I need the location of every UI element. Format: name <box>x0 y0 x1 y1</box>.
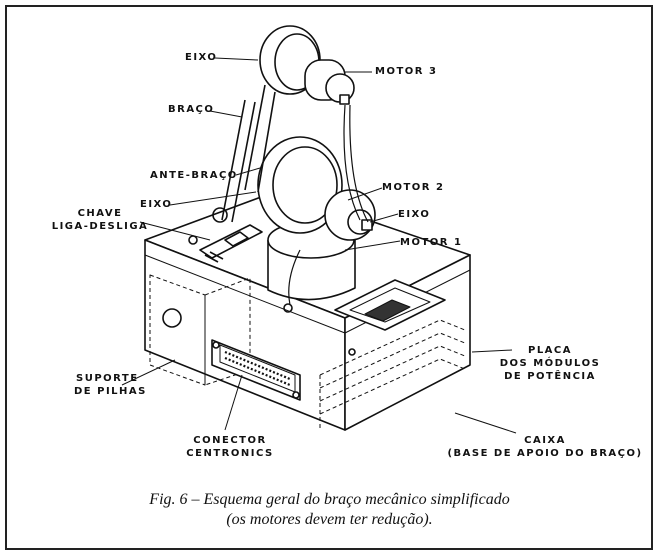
top-port <box>334 279 446 331</box>
top-button <box>212 207 228 223</box>
cable-hole <box>283 303 293 313</box>
arm-links <box>221 84 369 306</box>
label-braco: BRAÇO <box>168 104 215 115</box>
on-off-switch <box>199 224 263 263</box>
label-suporte-line1: SUPORTE <box>76 373 139 384</box>
caption-line1: Fig. 6 – Esquema geral do braço mecânico… <box>149 491 510 508</box>
box-screw <box>348 348 356 356</box>
label-motor1: MOTOR 1 <box>400 237 463 248</box>
battery-hole <box>162 308 182 328</box>
power-module-boards <box>319 319 466 430</box>
label-placa-line3: DE POTÊNCIA <box>504 371 596 382</box>
label-eixo-top: EIXO <box>185 52 218 63</box>
figure-caption: Fig. 6 – Esquema geral do braço mecânico… <box>0 490 659 530</box>
centronics-connector <box>211 339 301 401</box>
motor2-drum <box>257 136 376 241</box>
label-conector-line1: CONECTOR <box>193 435 267 446</box>
motor3-drum <box>259 25 355 105</box>
label-eixo-mid: EIXO <box>140 199 173 210</box>
figure-frame <box>5 5 653 550</box>
caption-line2: (os motores devem ter redução). <box>226 511 433 528</box>
label-placa: PLACA DOS MÓDULOS DE POTÊNCIA <box>495 344 605 383</box>
label-caixa-line1: CAIXA <box>524 435 566 446</box>
label-motor3: MOTOR 3 <box>375 66 438 77</box>
label-placa-line2: DOS MÓDULOS <box>499 358 601 369</box>
label-caixa-line2: (BASE DE APOIO DO BRAÇO) <box>447 448 643 459</box>
label-chave-line2: LIGA-DESLIGA <box>51 221 149 232</box>
label-motor2: MOTOR 2 <box>382 182 445 193</box>
label-chave: CHAVE LIGA-DESLIGA <box>40 207 160 233</box>
leader-lines <box>121 57 517 434</box>
label-ante-braco: ANTE-BRAÇO <box>150 170 238 181</box>
label-eixo-right: EIXO <box>398 209 431 220</box>
label-chave-line1: CHAVE <box>77 208 123 219</box>
label-placa-line1: PLACA <box>527 345 573 356</box>
label-conector: CONECTOR CENTRONICS <box>180 434 280 460</box>
label-suporte-line2: DE PILHAS <box>74 386 147 397</box>
label-conector-line2: CENTRONICS <box>186 448 274 459</box>
label-caixa: CAIXA (BASE DE APOIO DO BRAÇO) <box>445 434 645 460</box>
label-suporte-pilhas: SUPORTE DE PILHAS <box>74 372 147 398</box>
